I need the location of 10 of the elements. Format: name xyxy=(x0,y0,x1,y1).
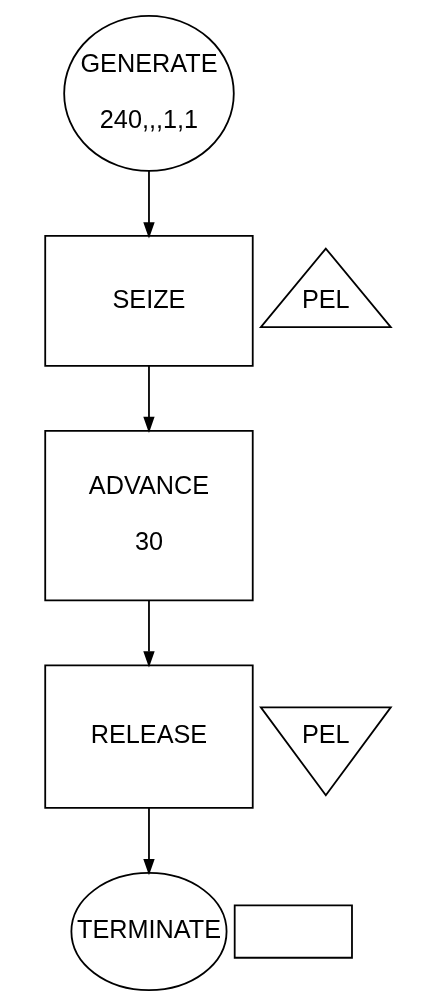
node-box: ADVANCE 30 xyxy=(44,429,254,602)
node-box xyxy=(233,904,353,959)
node-circle: GENERATE 240,,,1,1 xyxy=(63,14,235,172)
arrow xyxy=(143,600,155,668)
arrow xyxy=(143,170,155,239)
node-ellipse: TERMINATE xyxy=(70,872,228,992)
arrow xyxy=(143,807,155,876)
node-box: RELEASE xyxy=(44,664,254,809)
node-box: SEIZE xyxy=(44,235,254,367)
arrow xyxy=(143,365,155,433)
